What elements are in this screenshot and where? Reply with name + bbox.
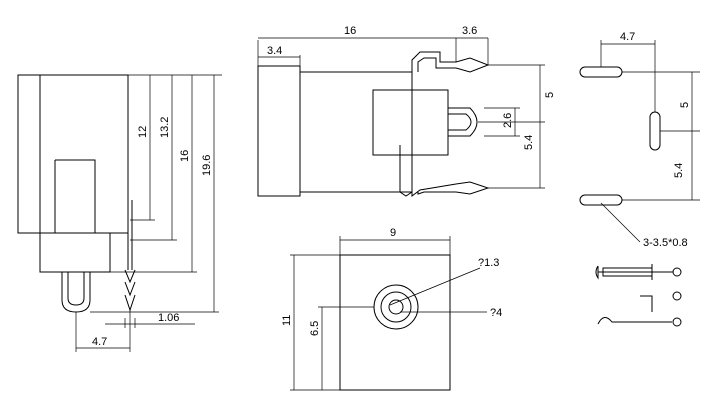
dim-label-pin-5-4: 5.4 xyxy=(673,163,685,178)
pin-vertical xyxy=(649,111,661,151)
dim-label-9: 9 xyxy=(390,227,396,239)
top-lower-pin xyxy=(411,183,457,197)
front-view: 9 11 6.5 ?1.3 ?4 xyxy=(281,227,502,391)
dim-label-3-6: 3.6 xyxy=(462,25,477,37)
top-view: 3.4 16 3.6 5 5.4 2.6 xyxy=(257,25,556,197)
front-mid-circle xyxy=(380,291,412,323)
side-body-outline xyxy=(17,74,129,234)
top-upper-pin-2 xyxy=(417,57,456,72)
dim-label-16-top: 16 xyxy=(344,25,356,37)
top-lower-notch xyxy=(399,145,413,197)
dim-label-pin-5: 5 xyxy=(679,102,691,108)
dim-label-1-3: ?1.3 xyxy=(478,257,499,269)
dim-label-3-4: 3.4 xyxy=(267,45,282,57)
pin-horizontal-bottom xyxy=(579,194,623,206)
dim-label-5-4-top: 5.4 xyxy=(523,135,535,150)
dim-label-16: 16 xyxy=(179,150,191,162)
schematic-terminal-1 xyxy=(672,267,682,277)
dim-label-5-top: 5 xyxy=(544,92,556,98)
front-body xyxy=(339,254,451,391)
top-lower-pin-tip xyxy=(455,181,490,195)
dim-label-1-06: 1.06 xyxy=(158,312,179,324)
leader-1-3 xyxy=(389,267,481,306)
schematic-center-pin xyxy=(595,264,653,280)
side-base xyxy=(39,233,111,273)
dim-label-pin-4-7: 4.7 xyxy=(620,31,635,43)
pin-horizontal-top xyxy=(579,66,623,78)
top-body xyxy=(299,71,413,193)
side-pin-tip xyxy=(124,269,136,312)
leader-pin-size xyxy=(600,202,641,243)
dim-label-6-5: 6.5 xyxy=(309,321,321,336)
schematic-terminal-2 xyxy=(672,291,682,301)
top-rear-block xyxy=(372,89,449,156)
top-center-contact-inner xyxy=(448,113,472,131)
dim-label-13-2: 13.2 xyxy=(159,117,171,138)
side-stem-top xyxy=(55,159,96,233)
side-u-pin-inner xyxy=(67,272,85,306)
pin-detail: 4.7 5 5.4 3-3.5*0.8 xyxy=(579,31,700,327)
dim-label-2-6: 2.6 xyxy=(502,113,514,128)
dim-label-4-7: 4.7 xyxy=(92,336,107,348)
dim-label-pin-size: 3-3.5*0.8 xyxy=(643,237,688,249)
top-lower-pin-2 xyxy=(417,191,456,195)
schematic-terminal-3 xyxy=(672,317,682,327)
side-view: 12 13.2 16 19.6 4.7 1.06 xyxy=(17,74,222,352)
side-u-pin xyxy=(61,272,91,313)
dim-label-12: 12 xyxy=(137,126,149,138)
top-upper-pin xyxy=(411,51,456,72)
top-front-block xyxy=(257,65,301,197)
dim-label-4: ?4 xyxy=(490,307,502,319)
dim-label-19-6: 19.6 xyxy=(201,155,213,176)
schematic-switch xyxy=(640,295,653,312)
schematic-sleeve xyxy=(597,317,672,325)
dim-label-11: 11 xyxy=(281,315,293,326)
front-pin-circle xyxy=(388,299,404,315)
top-upper-pin-tip xyxy=(455,57,490,73)
top-center-contact xyxy=(448,107,478,137)
